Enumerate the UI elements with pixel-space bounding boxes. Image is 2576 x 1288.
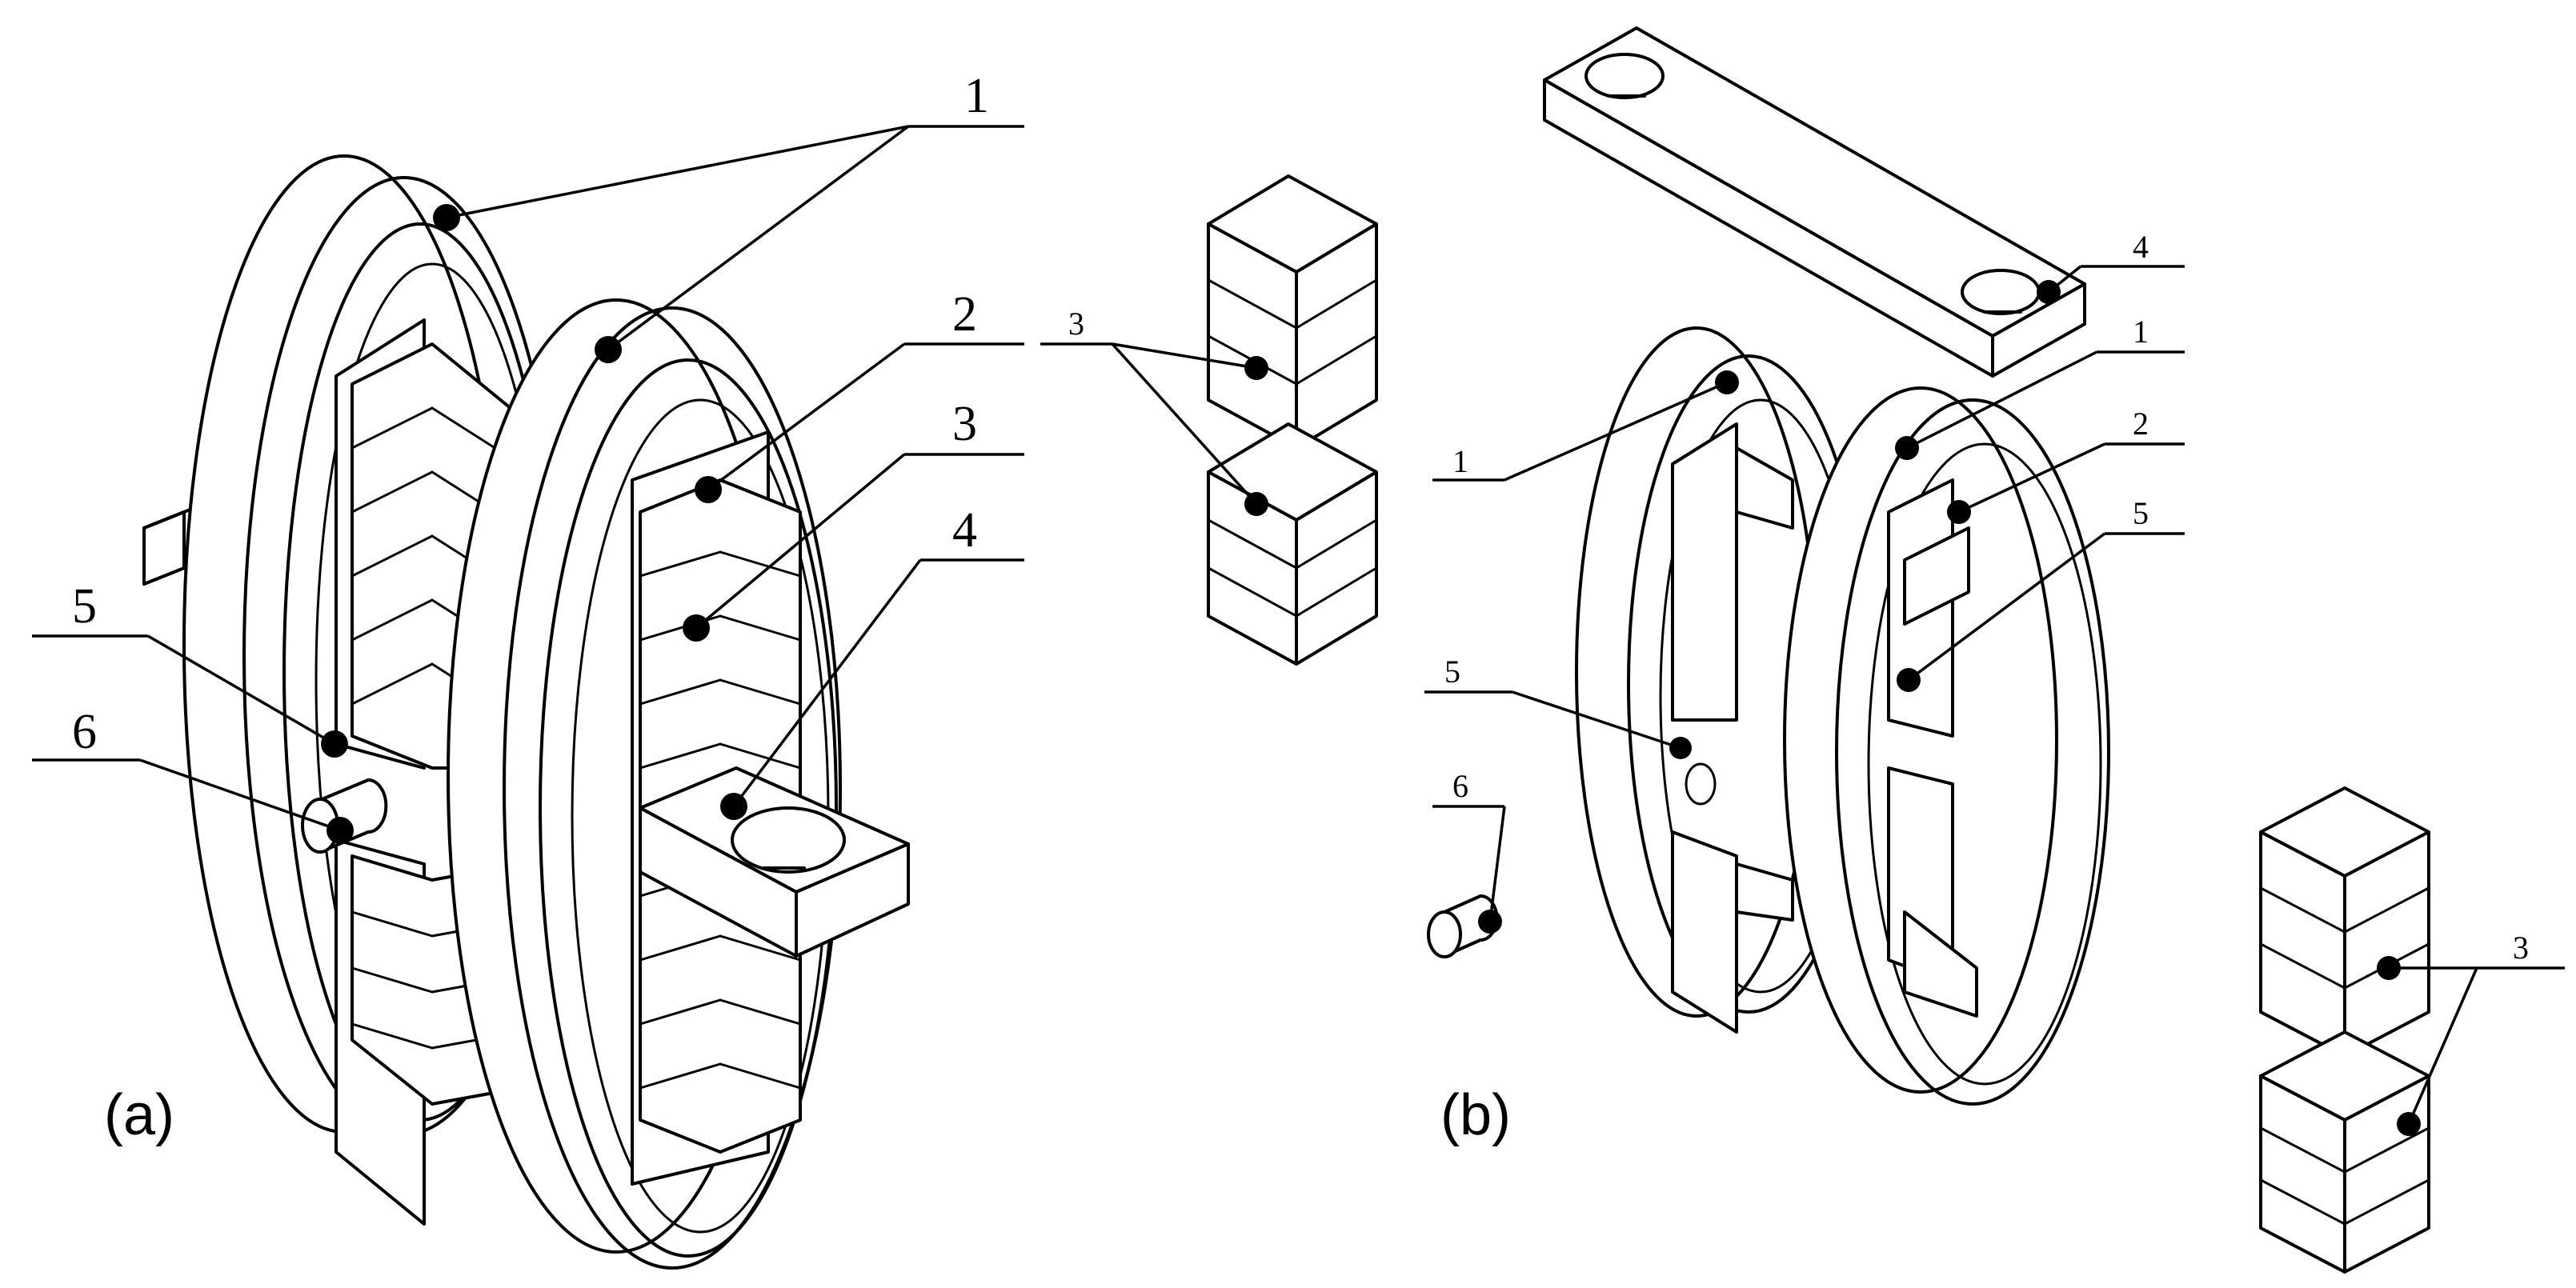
panel-b-label-6: 6 bbox=[1452, 768, 1468, 804]
panel-b-label-1-right: 1 bbox=[2133, 314, 2149, 350]
panel-b-leaders bbox=[1424, 265, 2565, 1125]
panel-a-label-5: 5 bbox=[72, 579, 97, 634]
panel-b-label-3: 3 bbox=[2513, 930, 2529, 966]
panel-b-label-5-left: 5 bbox=[1444, 654, 1460, 690]
panel-b-magnet-stack bbox=[2259, 786, 2430, 1274]
panel-a-label-3: 3 bbox=[952, 397, 977, 451]
panel-a-magnet-stack bbox=[1207, 174, 1378, 666]
panel-a-bar-end bbox=[639, 766, 910, 958]
panel-b-mounting-bar bbox=[1543, 26, 2086, 378]
panel-a-label-3-stack: 3 bbox=[1068, 306, 1084, 342]
panel-a-label-6: 6 bbox=[72, 705, 97, 759]
panel-b-back-ring bbox=[1575, 326, 1870, 1034]
panel-a-leaders bbox=[32, 125, 1258, 832]
panel-b-label-4: 4 bbox=[2133, 229, 2149, 265]
panel-a-label-1: 1 bbox=[964, 69, 989, 123]
panel-a-label-4: 4 bbox=[952, 503, 977, 558]
panel-a-assembled-view: 1 2 3 4 5 6 3 (a) bbox=[32, 69, 1378, 1270]
panel-a-dots bbox=[321, 204, 1268, 844]
panel-b-front-ring bbox=[1783, 386, 2110, 1106]
panel-a-label-2: 2 bbox=[952, 287, 977, 342]
panel-b-label-1-left: 1 bbox=[1452, 443, 1468, 479]
panel-b-caption: (b) bbox=[1440, 1083, 1511, 1147]
panel-b-dots bbox=[1478, 280, 2421, 1136]
panel-a-back-ring bbox=[182, 154, 566, 1226]
panel-b-label-5-right: 5 bbox=[2133, 495, 2149, 531]
panel-a-front-ring bbox=[447, 298, 842, 1270]
panel-b-label-2: 2 bbox=[2133, 406, 2149, 442]
panel-b-exploded-view: 4 1 2 5 1 5 6 3 (b) bbox=[1424, 26, 2565, 1274]
panel-a-caption: (a) bbox=[104, 1083, 174, 1147]
